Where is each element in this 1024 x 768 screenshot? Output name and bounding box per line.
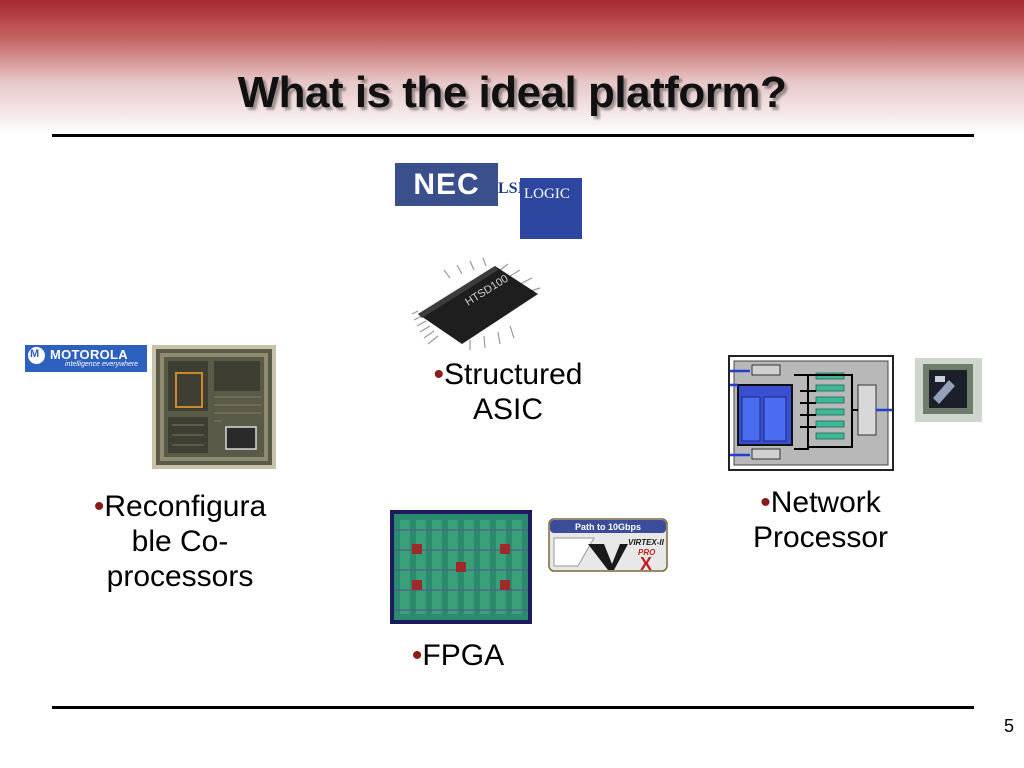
lsi-logic-logo: LOGIC bbox=[520, 178, 582, 239]
svg-text:Path to 10Gbps: Path to 10Gbps bbox=[575, 522, 641, 532]
bullet-icon: • bbox=[433, 358, 445, 391]
bullet-icon: • bbox=[411, 639, 423, 672]
motorola-logo: M MOTOROLA intelligence everywhere bbox=[25, 345, 147, 372]
svg-text:PRO: PRO bbox=[638, 548, 656, 557]
virtex-ii-pro-x-logo: Path to 10Gbps VIRTEX-II PRO X bbox=[548, 518, 668, 572]
reconfigurable-coprocessors-label: •Reconfigura ble Co- processors bbox=[93, 490, 267, 593]
bullet-icon: • bbox=[760, 486, 771, 519]
lsi-logo-prefix: LSI bbox=[498, 180, 524, 197]
slide-title: What is the ideal platform? bbox=[237, 68, 787, 117]
network-processor-chip-image bbox=[915, 358, 982, 422]
svg-text:VIRTEX-II: VIRTEX-II bbox=[628, 538, 665, 547]
svg-text:X: X bbox=[640, 554, 652, 572]
bullet-icon: • bbox=[93, 490, 105, 523]
coprocessor-die-image bbox=[152, 345, 276, 469]
title-band bbox=[0, 0, 1024, 135]
structured-asic-label: •Structured ASIC bbox=[433, 358, 583, 426]
network-processor-label: •Network Processor bbox=[752, 486, 889, 554]
bottom-divider bbox=[52, 706, 974, 709]
fpga-label: •FPGA bbox=[411, 639, 505, 672]
network-processor-diagram bbox=[728, 355, 894, 471]
top-divider bbox=[52, 134, 974, 137]
page-number: 5 bbox=[1003, 716, 1014, 736]
fpga-die-image bbox=[390, 510, 532, 624]
asic-chip-image: HTSD100 bbox=[410, 256, 545, 351]
nec-logo: NEC bbox=[395, 163, 498, 206]
